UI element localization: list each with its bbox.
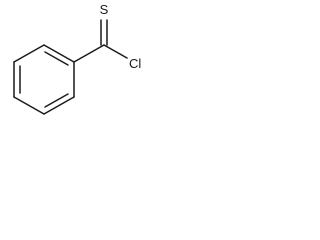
- carbon-chlorine-bond: [103, 44, 128, 59]
- ring-bond-3: [43, 96, 75, 115]
- sulfur-atom-label: S: [100, 2, 109, 17]
- ring-inner-double-bond-3: [44, 93, 69, 108]
- ring-bond-4: [13, 96, 45, 115]
- ring-bond-1: [43, 44, 75, 63]
- benzene-ring: [13, 44, 75, 115]
- ring-bond-6: [13, 44, 45, 63]
- ring-to-carbon-bond: [73, 44, 105, 63]
- chemical-structure: S Cl: [13, 2, 141, 115]
- chlorine-atom-label: Cl: [129, 56, 141, 71]
- ring-inner-double-bond-2: [44, 51, 69, 66]
